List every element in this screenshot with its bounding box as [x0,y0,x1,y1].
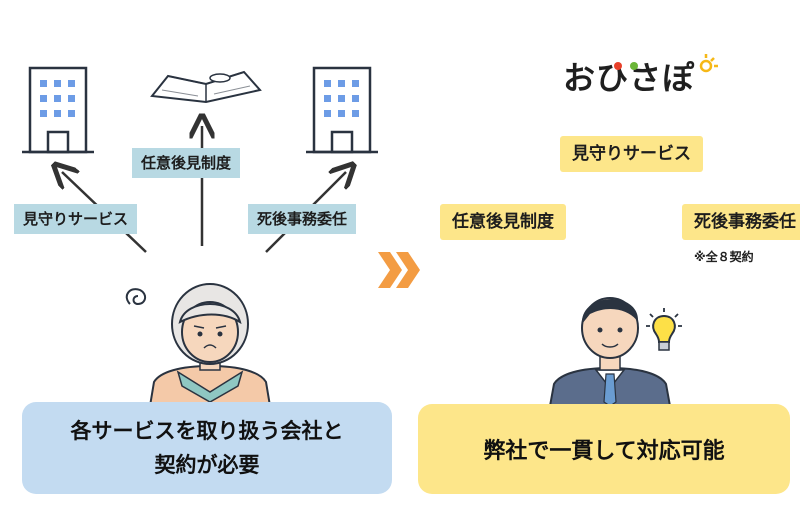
logo-text: おひさぽ [563,59,696,97]
book-icon [150,70,262,104]
caption-right-text: 弊社で一貫して対応可能 [483,439,725,464]
logo: おひさぽ [563,58,695,98]
tag-ninikoken-left: 任意後見制度 [132,148,241,178]
logo-sun-icon [699,54,718,73]
tag-shigo-right: 死後事務委任 [682,204,800,240]
caption-left-line1: 各サービスを取り扱う会社と [70,419,344,443]
contract-note: ※全８契約 [694,250,754,264]
building-icon-left [22,66,94,154]
tag-mimamori-right: 見守りサービス [560,136,703,172]
caption-left: 各サービスを取り扱う会社と 契約が必要 [22,402,392,494]
double-chevron-right-icon [378,252,420,288]
building-icon-right [306,66,378,154]
tag-shigo-left: 死後事務委任 [248,204,357,234]
light-bulb-icon [646,308,682,351]
caption-left-line2: 契約が必要 [154,453,260,477]
logo-dots [614,62,638,70]
businessman-illustration [548,297,672,406]
tag-ninikoken-right: 任意後見制度 [440,204,566,240]
caption-right: 弊社で一貫して対応可能 [418,404,790,494]
tag-mimamori-left: 見守りサービス [14,204,138,234]
confused-woman-illustration [125,283,272,406]
